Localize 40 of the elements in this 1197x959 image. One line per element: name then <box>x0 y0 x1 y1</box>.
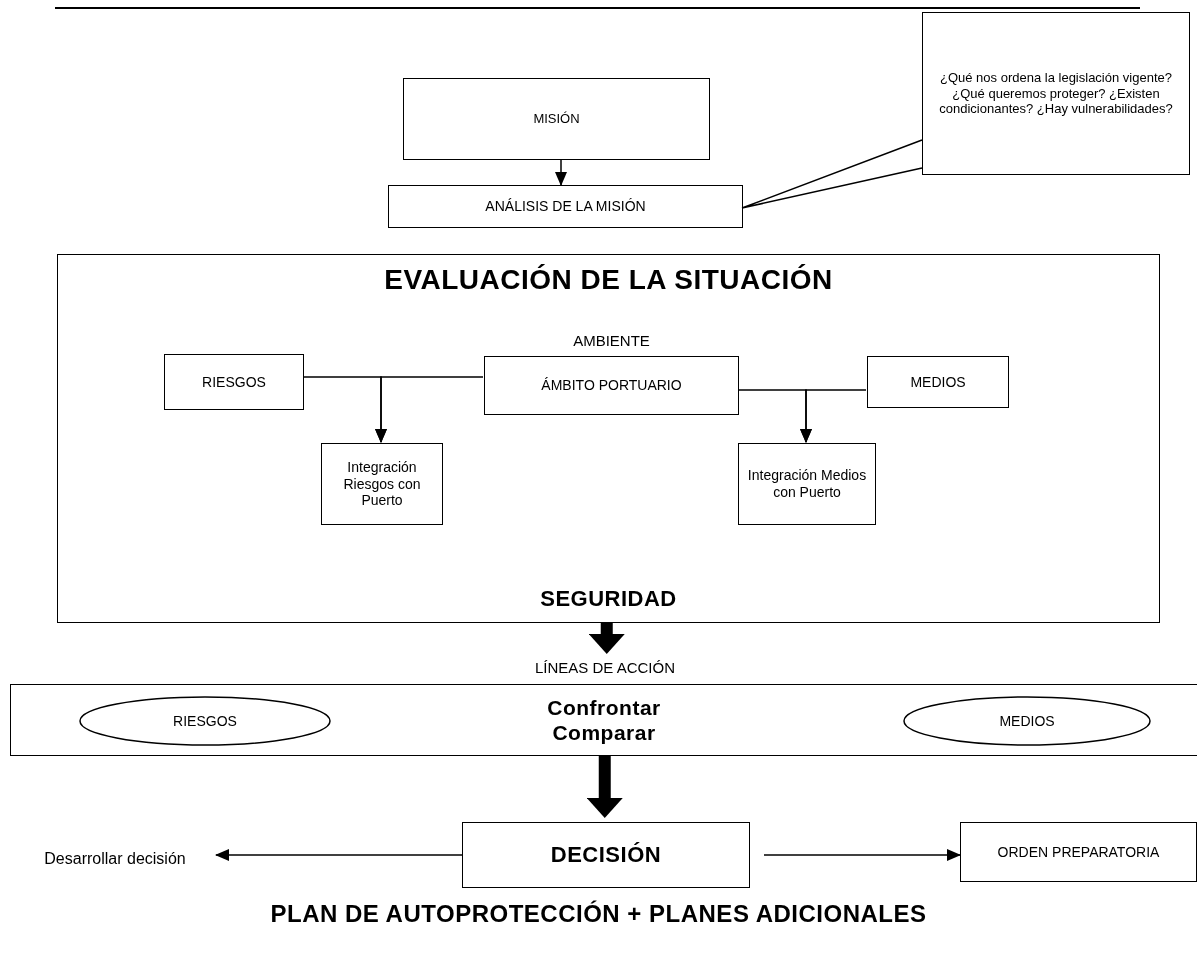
node-text: RIESGOS <box>202 373 266 391</box>
node-text: LÍNEAS DE ACCIÓN <box>534 659 675 677</box>
node-text: MISIÓN <box>533 111 580 127</box>
node-caption: AMBIENTE <box>572 332 651 349</box>
node-text: Integración Medios con Puerto <box>746 467 868 501</box>
node-text: Confrontar Comparar <box>546 694 662 746</box>
node-text: RIESGOS <box>173 712 237 730</box>
callout-pointer <box>741 139 923 209</box>
process-box <box>738 443 876 525</box>
node-text: Desarrollar decisión <box>44 849 186 869</box>
arrow <box>215 849 463 861</box>
node-text: ¿Qué nos ordena la legislación vigente? ¿Qué queremos proteger? ¿Existen condicionantes? ¿Hay vulnerabilidades? <box>938 70 1174 117</box>
arrow <box>375 376 484 443</box>
caption: PLAN DE AUTOPROTECCIÓN + PLANES ADICIONALES <box>269 900 928 928</box>
process-box <box>867 356 1009 408</box>
group-frame <box>57 254 1160 623</box>
group-footer: SEGURIDAD <box>540 585 677 612</box>
group-title: EVALUACIÓN DE LA SITUACIÓN <box>384 263 833 297</box>
process-box <box>403 78 710 160</box>
process-box <box>164 354 304 410</box>
arrow <box>800 389 867 443</box>
thick-arrow <box>588 623 625 654</box>
node-text: ÁMBITO PORTUARIO <box>541 377 682 394</box>
callout-box <box>922 12 1190 175</box>
process-box <box>388 185 743 228</box>
node-text: DECISIÓN <box>550 841 662 869</box>
node-text: ORDEN PREPARATORIA <box>997 843 1160 861</box>
process-box <box>462 822 750 888</box>
node-text: Integración Riesgos con Puerto <box>342 458 422 510</box>
process-box <box>10 684 1197 756</box>
node-text: ANÁLISIS DE LA MISIÓN <box>485 198 646 215</box>
process-box <box>960 822 1197 882</box>
node-text: MEDIOS <box>999 712 1055 730</box>
process-box <box>321 443 443 525</box>
node-text: MEDIOS <box>910 373 966 391</box>
arrow <box>555 159 567 186</box>
ellipse-node <box>79 696 331 746</box>
thick-arrow <box>586 756 623 818</box>
ellipse-node <box>903 696 1151 746</box>
arrow <box>763 849 961 861</box>
